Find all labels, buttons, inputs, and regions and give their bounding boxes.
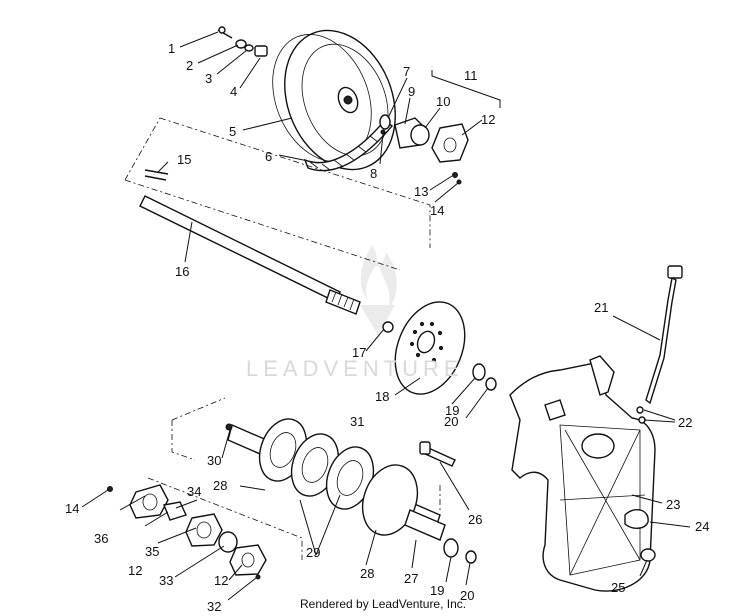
callout-5: 5	[229, 124, 236, 139]
callout-20-upper: 20	[444, 414, 458, 429]
callout-labels: 1 2 3 4 5 6 7 8 9 10 11 12 13 14 15 16 1…	[65, 41, 709, 614]
upper-sprocket-assembly	[217, 26, 501, 185]
chaincase-housing	[419, 265, 683, 592]
callout-2: 2	[186, 58, 193, 73]
callout-9: 9	[408, 84, 415, 99]
callout-29: 29	[306, 545, 320, 560]
callout-21: 21	[594, 300, 608, 315]
footer-credit: Rendered by LeadVenture, Inc.	[300, 597, 467, 611]
callout-22: 22	[678, 415, 692, 430]
callout-17: 17	[352, 345, 366, 360]
callout-18: 18	[375, 389, 389, 404]
bearing-flange-stack	[107, 484, 267, 580]
callout-24: 24	[695, 519, 709, 534]
callout-12-lower-left: 12	[128, 563, 142, 578]
callout-1: 1	[168, 41, 175, 56]
callout-28-left: 28	[213, 478, 227, 493]
callout-28-lower: 28	[360, 566, 374, 581]
callout-19-upper: 19	[445, 403, 459, 418]
watermark-logo	[360, 245, 397, 335]
callout-26: 26	[468, 512, 482, 527]
drive-shaft	[139, 169, 361, 315]
callout-31: 31	[350, 414, 364, 429]
callout-4: 4	[230, 84, 237, 99]
callout-33: 33	[159, 573, 173, 588]
upper-group-outline	[124, 117, 431, 271]
callout-3: 3	[205, 71, 212, 86]
callout-23: 23	[666, 497, 680, 512]
callout-32: 32	[207, 599, 221, 614]
callout-12-lower-right: 12	[214, 573, 228, 588]
watermark-text: LEADVENTURE	[246, 356, 464, 381]
callout-7: 7	[403, 64, 410, 79]
leader-lines	[81, 31, 691, 601]
callout-30: 30	[207, 453, 221, 468]
callout-34: 34	[187, 484, 201, 499]
callout-13: 13	[414, 184, 428, 199]
callout-36: 36	[94, 531, 108, 546]
brake-disc	[382, 301, 497, 395]
callout-6: 6	[265, 149, 272, 164]
callout-16: 16	[175, 264, 189, 279]
callout-12-upper: 12	[481, 112, 495, 127]
callout-35: 35	[145, 544, 159, 559]
lower-group-outline	[147, 397, 441, 560]
callout-14-lower: 14	[65, 501, 79, 516]
lower-drive-assembly	[225, 418, 477, 564]
callout-11: 11	[464, 68, 478, 83]
callout-20-lower: 20	[460, 588, 474, 603]
callout-27: 27	[404, 571, 418, 586]
callout-15: 15	[177, 152, 191, 167]
callout-19-lower: 19	[430, 583, 444, 598]
callout-8: 8	[370, 166, 377, 181]
callout-10: 10	[436, 94, 450, 109]
callout-25: 25	[611, 580, 625, 595]
callout-14-upper: 14	[430, 203, 444, 218]
